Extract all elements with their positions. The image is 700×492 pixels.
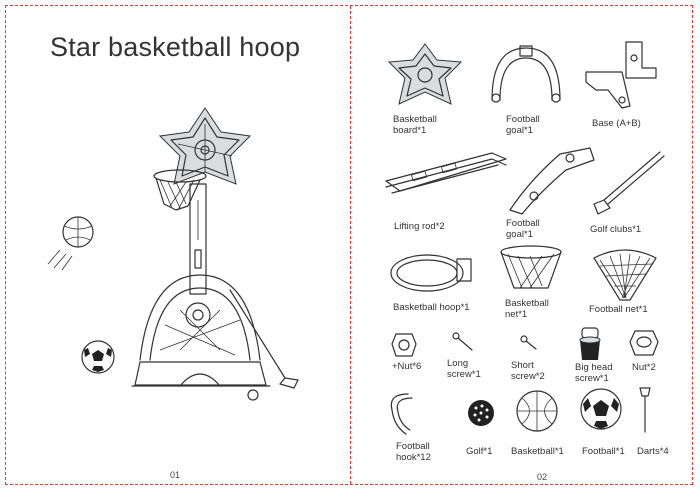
part-label-golf: Golf*1 [466, 446, 493, 457]
star-board-graphic [158, 107, 252, 185]
football-ball-icon [580, 388, 622, 430]
basketball-ball-icon [516, 390, 558, 432]
basketball-hoop-icon [390, 254, 472, 292]
nut-2-icon [629, 330, 659, 356]
golf-ball-icon [468, 400, 494, 426]
football-net-icon [593, 249, 657, 301]
part-label-big-head-screw: Big head screw*1 [575, 362, 613, 384]
part-label-golf-clubs: Golf clubs*1 [590, 224, 642, 235]
lifting-rod-icon [385, 152, 507, 194]
page-title: Star basketball hoop [50, 32, 301, 62]
part-label-nut: +Nut*6 [392, 361, 422, 372]
long-screw-icon [452, 332, 473, 351]
basketball-board-icon [387, 43, 463, 105]
part-label-long-screw: Long screw*1 [447, 358, 481, 380]
part-label-football-hook: Football hook*12 [396, 441, 431, 463]
short-screw-icon [520, 335, 537, 350]
base-icon [585, 41, 657, 109]
part-label-basketball-net: Basketball net*1 [505, 298, 549, 320]
basketball-net-icon [500, 245, 562, 289]
dashed-page-border [5, 5, 693, 485]
nut-icon [391, 333, 417, 357]
part-label-football-goal-2: Football goal*1 [506, 218, 540, 240]
big-head-screw-icon [579, 327, 601, 360]
page-divider [350, 6, 351, 484]
golf-clubs-icon [593, 151, 665, 215]
page-number-left: 01 [170, 470, 181, 480]
page-number-right: 02 [537, 472, 548, 482]
football-goal-2-icon [509, 147, 595, 215]
part-label-darts: Darts*4 [637, 446, 669, 457]
part-label-basketball-board: Basketball board*1 [393, 114, 437, 136]
part-label-football-goal: Football goal*1 [506, 114, 540, 136]
part-label-nut-2: Nut*2 [632, 362, 656, 373]
part-label-football: Football*1 [582, 446, 625, 457]
part-label-lifting-rod: Lifting rod*2 [394, 221, 445, 232]
basketball-motion-icon [47, 216, 94, 271]
part-label-basketball-hoop: Basketball hoop*1 [393, 302, 470, 313]
part-label-short-screw: Short screw*2 [511, 360, 545, 382]
part-label-basketball: Basketball*1 [511, 446, 564, 457]
football-hook-icon [390, 393, 413, 435]
part-label-football-net: Football net*1 [589, 304, 648, 315]
darts-icon [639, 387, 651, 433]
football-goal-icon [491, 45, 561, 103]
assembled-hoop-illustration [47, 107, 299, 401]
football-icon-left [81, 340, 115, 374]
part-label-base: Base (A+B) [592, 118, 641, 129]
